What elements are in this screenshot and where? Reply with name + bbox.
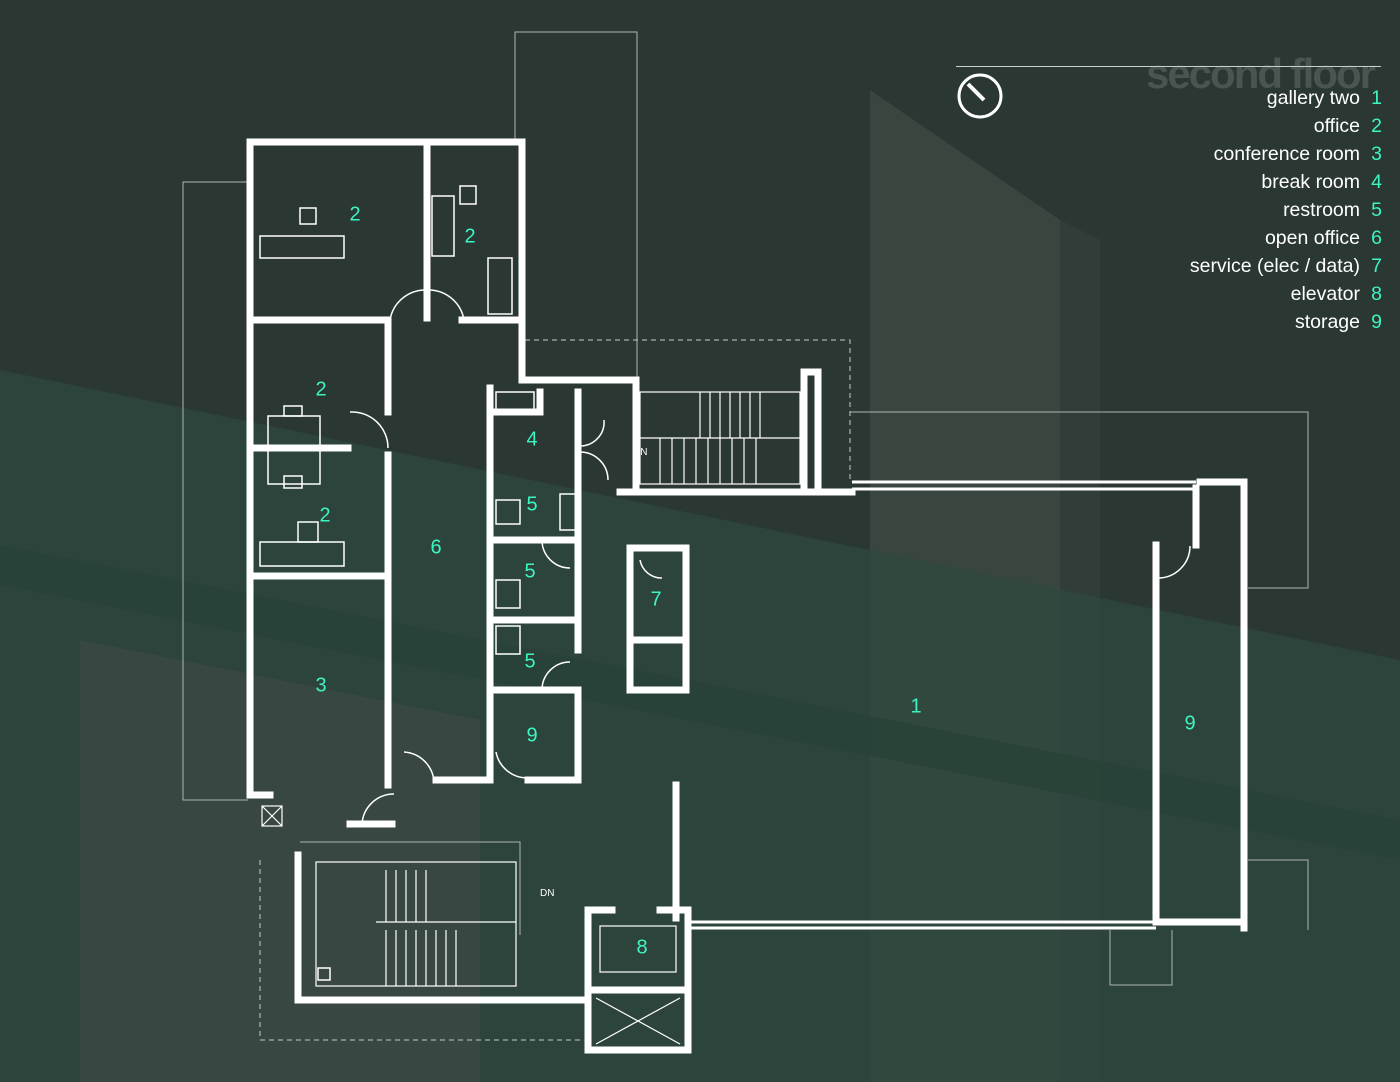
legend-number: 9 [1371, 311, 1382, 333]
legend-number: 3 [1371, 143, 1382, 165]
furniture [259, 185, 577, 981]
legend-item: service (elec / data) 7 [1190, 254, 1382, 282]
room-number-office: 2 [464, 225, 476, 248]
legend-item: restroom 5 [1190, 198, 1382, 226]
legend-label: open office [1264, 227, 1360, 249]
room-legend: gallery two 1 office 2 conference room 3 br… [1190, 86, 1382, 338]
legend-number: 8 [1371, 283, 1382, 305]
room-number-restroom: 5 [524, 560, 536, 583]
room-number-storage: 9 [1184, 712, 1196, 735]
walls [246, 138, 1248, 1054]
context-outlines [182, 31, 1309, 986]
door-swings [349, 289, 1191, 825]
stair-down-label: DN [540, 888, 555, 899]
legend-label: office [1313, 115, 1360, 137]
legend-label: conference room [1213, 143, 1360, 165]
room-number-storage: 9 [526, 724, 538, 747]
legend-item: gallery two 1 [1190, 86, 1382, 114]
north-arrow-icon [957, 73, 1003, 119]
page-title: second floor [1145, 50, 1376, 98]
legend-number: 6 [1371, 227, 1382, 249]
legend-item: office 2 [1190, 114, 1382, 142]
legend-item: break room 4 [1190, 170, 1382, 198]
room-number-elevator: 8 [636, 936, 648, 959]
legend-label: gallery two [1266, 87, 1360, 109]
room-number-open-office: 6 [430, 536, 442, 559]
legend-label: restroom [1283, 199, 1360, 221]
stair-down-label: DN [633, 447, 648, 458]
stair-treads [261, 391, 801, 1045]
legend-item: conference room 3 [1190, 142, 1382, 170]
legend-number: 7 [1371, 255, 1382, 277]
room-number-service: 7 [650, 588, 662, 611]
glazing [690, 480, 1196, 930]
legend-label: storage [1294, 311, 1360, 333]
room-number-office: 2 [315, 378, 327, 401]
room-number-gallery-two: 1 [910, 695, 922, 718]
legend-label: break room [1261, 171, 1360, 193]
legend-item: open office 6 [1190, 226, 1382, 254]
legend-label: service (elec / data) [1189, 255, 1360, 277]
legend-item: elevator 8 [1190, 282, 1382, 310]
room-number-restroom: 5 [524, 650, 536, 673]
legend-number: 2 [1371, 115, 1382, 137]
legend-number: 5 [1371, 199, 1382, 221]
room-number-break-room: 4 [526, 428, 538, 451]
legend-number: 4 [1371, 171, 1382, 193]
legend-item: storage 9 [1190, 310, 1382, 338]
room-number-office: 2 [319, 504, 331, 527]
room-number-restroom: 5 [526, 493, 538, 516]
room-number-conference-room: 3 [315, 674, 327, 697]
legend-label: elevator [1290, 283, 1360, 305]
room-number-office: 2 [349, 203, 361, 226]
dashed-roof-lines [259, 339, 851, 1041]
legend-number: 1 [1371, 87, 1382, 109]
title-divider [956, 66, 1381, 67]
